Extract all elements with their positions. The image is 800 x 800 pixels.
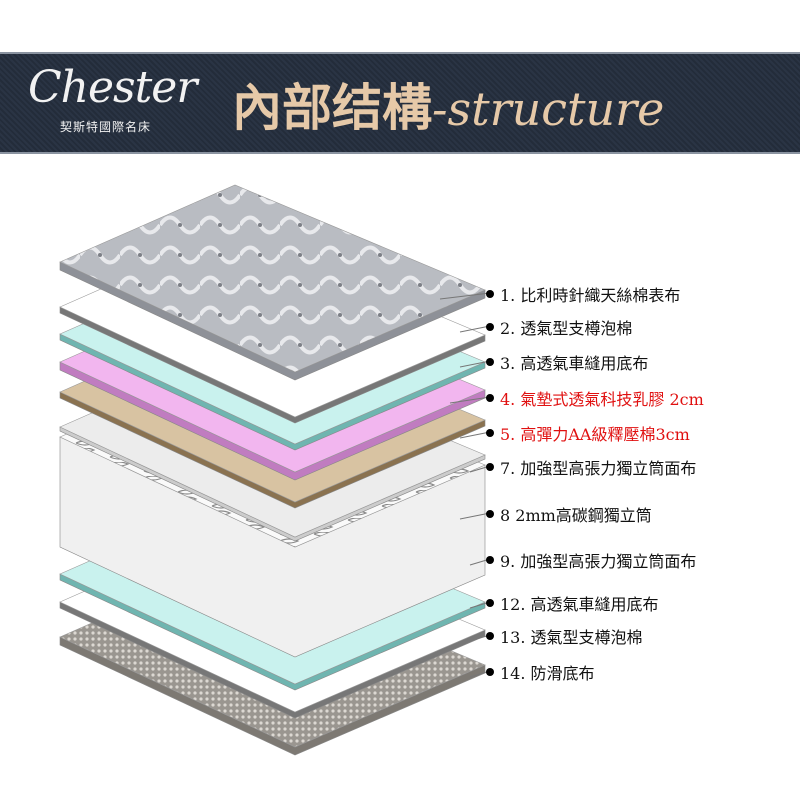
layer-label: 8 2mm高碳鋼獨立筒 (486, 502, 652, 526)
layer-label-text: 7. 加強型高張力獨立筒面布 (500, 459, 697, 478)
leader-line (439, 292, 491, 300)
layer-label: 4. 氣墊式透氣科技乳膠 2cm (486, 386, 704, 410)
bullet-icon (486, 599, 494, 607)
layer-label: 7. 加強型高張力獨立筒面布 (486, 455, 696, 479)
leader-line (459, 512, 491, 520)
layer-label-text: 13. 透氣型支樽泡棉 (500, 628, 643, 647)
logo-subtitle: 契斯特國際名床 (60, 120, 152, 134)
leader-line (459, 325, 491, 333)
bullet-icon (486, 463, 494, 471)
layer-label-text: 14. 防滑底布 (500, 664, 595, 683)
bullet-icon (486, 510, 494, 518)
layer-label: 1. 比利時針織天絲棉表布 (486, 282, 680, 306)
layer-label: 14. 防滑底布 (486, 660, 595, 684)
layer-label: 12. 高透氣車縫用底布 (486, 591, 659, 615)
layer-label-text: 5. 高彈力AA級釋壓棉3cm (500, 425, 690, 444)
layer-label-text: 8 2mm高碳鋼獨立筒 (500, 506, 652, 525)
bullet-icon (486, 668, 494, 676)
layer-label: 13. 透氣型支樽泡棉 (486, 624, 643, 648)
layer-quilted-cover (59, 184, 486, 381)
page-title: 內部结構-structure (232, 68, 664, 140)
layer-label-text: 3. 高透氣車縫用底布 (500, 354, 649, 373)
title-en: -structure (432, 82, 665, 136)
layer-label: 5. 高彈力AA級釋壓棉3cm (486, 421, 690, 445)
layer-label-text: 4. 氣墊式透氣科技乳膠 2cm (500, 390, 704, 409)
bullet-icon (486, 323, 494, 331)
layer-label-text: 9. 加強型高張力獨立筒面布 (500, 552, 697, 571)
layer-label-text: 12. 高透氣車縫用底布 (500, 595, 659, 614)
bullet-icon (486, 394, 494, 402)
layer-label-text: 2. 透氣型支樽泡棉 (500, 319, 633, 338)
bullet-icon (486, 290, 494, 298)
chester-logo: Chester 契斯特國際名床 (22, 62, 197, 142)
bullet-icon (486, 429, 494, 437)
leader-line (459, 431, 491, 439)
leader-line (459, 360, 491, 368)
header-banner: Chester 契斯特國際名床 內部结構-structure (0, 52, 800, 154)
leader-line (449, 396, 491, 404)
layer-label: 3. 高透氣車縫用底布 (486, 350, 648, 374)
bullet-icon (486, 632, 494, 640)
bullet-icon (486, 358, 494, 366)
title-zh: 內部结構 (232, 78, 432, 137)
logo-text: Chester (28, 62, 197, 113)
layer-label: 9. 加強型高張力獨立筒面布 (486, 548, 696, 572)
bullet-icon (486, 556, 494, 564)
layer-label: 2. 透氣型支樽泡棉 (486, 315, 632, 339)
layer-label-text: 1. 比利時針織天絲棉表布 (500, 286, 681, 305)
